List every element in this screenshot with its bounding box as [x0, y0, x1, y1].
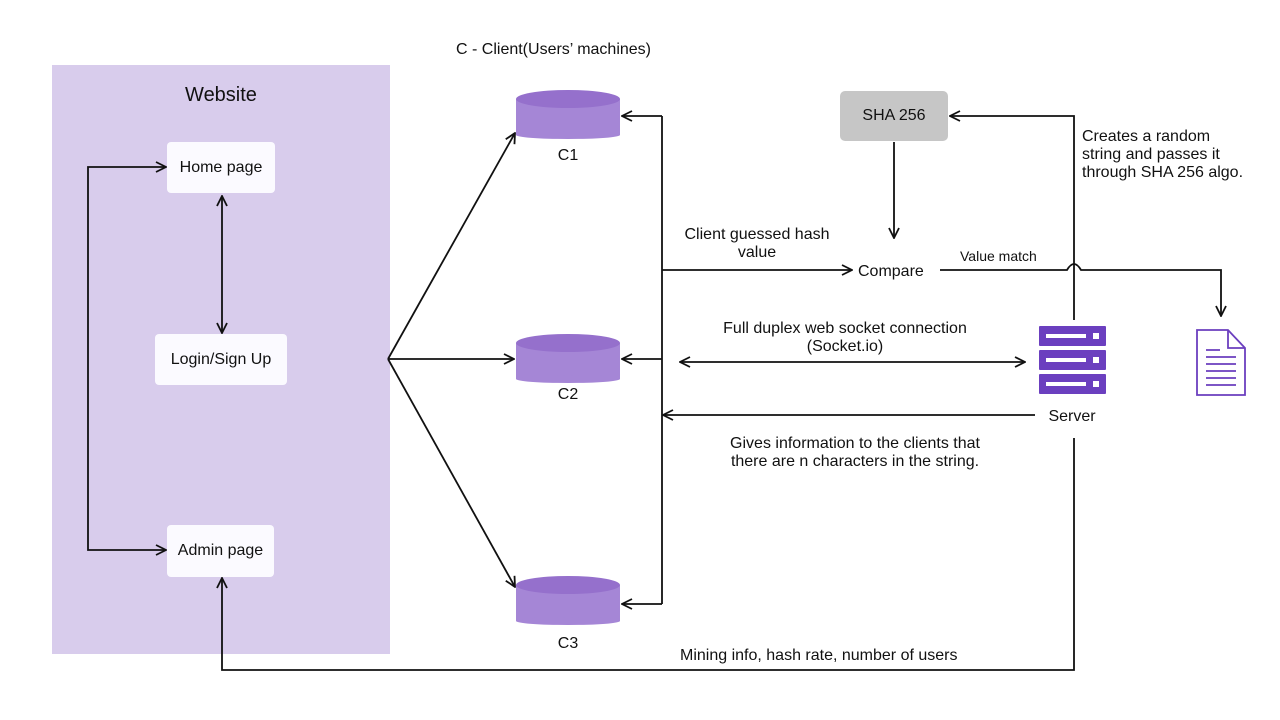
creates-random-string-label: Creates a random string and passes it th… [1082, 128, 1244, 181]
client-c3-label: C3 [557, 635, 579, 652]
compare-to-document-arrow [940, 263, 1221, 316]
sha256-box: SHA 256 [840, 91, 948, 141]
client-c1-cylinder [516, 90, 620, 139]
guessed-hash-label: Client guessed hash value [684, 226, 830, 261]
home-page-box: Home page [167, 142, 275, 193]
duplex-connection-label: Full duplex web socket connection (Socke… [723, 320, 967, 355]
login-to-c1-arrow [387, 133, 515, 360]
mining-info-label: Mining info, hash rate, number of users [680, 647, 958, 664]
server-rack-icon [1039, 326, 1106, 394]
value-match-label: Value match [960, 248, 1037, 264]
document-icon [1196, 329, 1246, 396]
login-to-c3-arrow [387, 358, 515, 587]
login-signup-box: Login/Sign Up [155, 334, 287, 385]
admin-page-box: Admin page [167, 525, 274, 577]
website-title: Website [185, 84, 257, 106]
client-c2-label: C2 [557, 386, 579, 403]
client-c1-label: C1 [557, 147, 579, 164]
client-c3-cylinder [516, 576, 620, 625]
compare-node: Compare [858, 263, 924, 280]
clients-title: C - Client(Users’ machines) [456, 41, 651, 58]
server-to-sha-arrow [950, 116, 1075, 320]
home-admin-loop-arrow [87, 167, 166, 550]
gives-info-label: Gives information to the clients that th… [730, 435, 980, 470]
server-label: Server [1048, 408, 1096, 425]
server-to-admin-arrow [222, 438, 1075, 671]
client-c2-cylinder [516, 334, 620, 383]
